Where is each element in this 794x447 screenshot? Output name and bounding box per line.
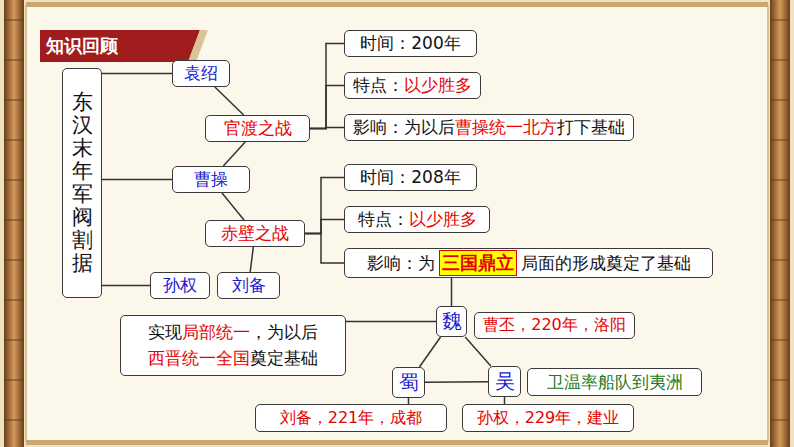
concept-box: 特点：以少胜多 (344, 72, 481, 99)
concept-box: 曹操 (172, 166, 250, 193)
connector-line (310, 86, 344, 129)
concept-box: 实现局部统一，为以后西晋统一全国奠定基础 (120, 315, 346, 376)
connector-line (102, 179, 172, 181)
node-text: 局部统一 (182, 322, 250, 342)
concept-box: 袁绍 (172, 60, 230, 87)
connector-line (504, 397, 506, 404)
node-text: 刘备，221年，成都 (280, 408, 423, 429)
concept-box: 吴 (488, 366, 521, 397)
node-text: 时间：200年 (360, 32, 460, 55)
concept-box: 孙权，229年，建业 (462, 404, 634, 432)
node-text: 影响：为 (367, 252, 435, 275)
node-text: 魏 (442, 308, 462, 335)
node-text: 孙权，229年，建业 (477, 408, 620, 429)
connector-line (222, 193, 244, 220)
connector-line (310, 44, 344, 129)
node-text: 打下基础 (557, 116, 625, 139)
scroll-rod (4, 0, 24, 447)
concept-box: 特点：以少胜多 (344, 206, 490, 233)
node-text: 西晋统一全国 (148, 348, 250, 368)
concept-box: 卫温率船队到夷洲 (527, 368, 702, 396)
connector-line (425, 381, 488, 383)
connector-line (215, 87, 244, 115)
title-tab-accent (188, 30, 208, 62)
concept-box: 影响：为三国鼎立局面的形成奠定了基础 (344, 248, 713, 278)
node-text: 曹丕，220年，洛阳 (483, 315, 626, 336)
node-text: 实现 (148, 322, 182, 342)
scroll-rod-rings (770, 0, 790, 447)
connector-line (346, 321, 436, 323)
concept-box: 时间：208年 (344, 164, 477, 191)
concept-box: 时间：200年 (344, 30, 477, 57)
node-text: 赤壁之战 (221, 222, 289, 245)
scroll-rod (770, 0, 790, 447)
node-text: 曹操统一北方 (455, 116, 557, 139)
topic-box: 东汉末年军阀割据 (62, 68, 102, 298)
connector-line (223, 142, 245, 166)
node-text: 孙权 (163, 274, 197, 297)
node-text: 特点： (353, 74, 404, 97)
concept-box: 曹丕，220年，洛阳 (474, 312, 635, 339)
node-text: 东汉末年军阀割据 (72, 91, 93, 276)
connector-line (465, 337, 491, 366)
concept-box: 影响：为以后曹操统一北方打下基础 (344, 114, 634, 141)
connector-line (250, 247, 253, 272)
concept-box: 刘备 (217, 272, 280, 299)
connector-line (305, 220, 344, 234)
concept-box: 蜀 (392, 367, 425, 398)
connector-line (102, 285, 150, 287)
node-text: 袁绍 (184, 62, 218, 85)
connector-line (102, 73, 172, 75)
node-text: 吴 (495, 368, 515, 395)
title-tag: 知识回顾 (46, 32, 118, 60)
node-text: 官渡之战 (224, 117, 292, 140)
node-text: 刘备 (232, 274, 266, 297)
node-text: 三国鼎立 (439, 250, 517, 276)
connector-line (305, 178, 344, 234)
connector-line (451, 278, 453, 306)
concept-box: 赤壁之战 (205, 220, 305, 247)
node-text: 以少胜多 (404, 74, 472, 97)
concept-box: 官渡之战 (205, 115, 310, 142)
parchment-inner (26, 6, 768, 441)
scroll-edge (26, 2, 768, 7)
node-text: 影响：为以后 (353, 116, 455, 139)
node-text: 以少胜多 (409, 208, 477, 231)
connector-line (419, 337, 440, 367)
node-text: 蜀 (399, 369, 419, 396)
concept-box: 孙权 (150, 272, 210, 299)
title-tab (40, 30, 200, 62)
node-text: 曹操 (194, 168, 228, 191)
node-text: 局面的形成奠定了基础 (521, 252, 691, 275)
scroll-edge (26, 440, 768, 445)
connector-line (305, 234, 344, 264)
concept-box: 魏 (436, 306, 467, 337)
node-text: 特点： (358, 208, 409, 231)
node-text: 奠定基础 (250, 348, 318, 368)
connector-line (310, 128, 344, 129)
node-text: ，为以后 (250, 322, 318, 342)
scroll-rod-rings (4, 0, 24, 447)
concept-box: 刘备，221年，成都 (255, 404, 447, 432)
node-text: 卫温率船队到夷洲 (547, 371, 683, 394)
node-text: 时间：208年 (360, 166, 460, 189)
